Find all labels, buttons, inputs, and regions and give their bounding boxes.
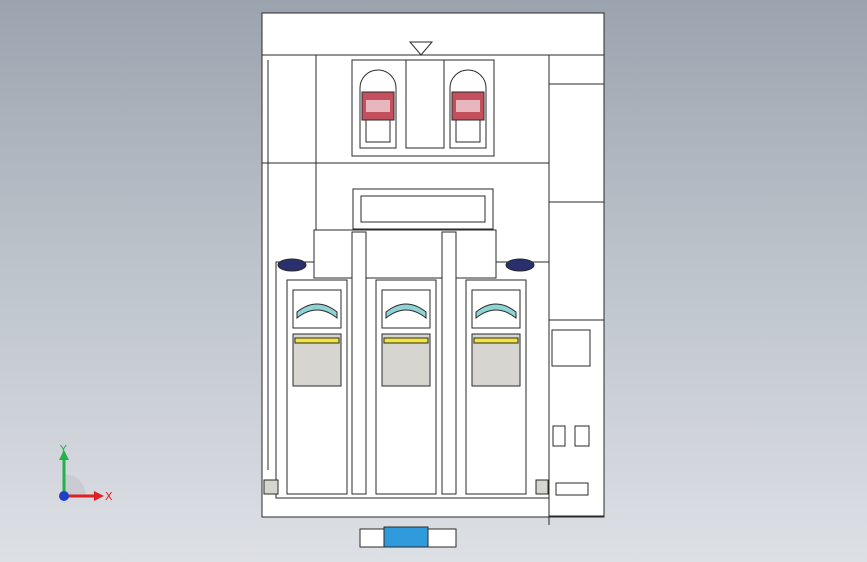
nameplate-inner [360, 195, 486, 223]
coil-terminal-left [359, 69, 397, 149]
coordinate-triad: Y X [59, 443, 113, 503]
coil-connector-center [405, 59, 445, 149]
pole-indicator [294, 337, 340, 344]
pole-group [286, 279, 527, 495]
bottom-foot-left [263, 479, 279, 495]
pole-indicator [383, 337, 429, 344]
pole-contact-window [475, 303, 517, 320]
x-axis-head [94, 491, 104, 501]
aux-window [551, 329, 591, 367]
rib [351, 231, 367, 495]
triad-arc [64, 474, 86, 496]
aux-slot-right [574, 425, 590, 447]
pole-contact-window [296, 303, 338, 320]
rib [441, 231, 457, 495]
aux-foot [555, 482, 589, 496]
bottom-foot-right [535, 479, 549, 495]
y-axis-label: Y [59, 443, 67, 456]
origin-dot [59, 491, 69, 501]
cap-left [277, 258, 307, 272]
coil-terminal-right [449, 69, 487, 149]
actuator-button[interactable] [383, 526, 429, 548]
pole-contact-window [385, 303, 427, 320]
top-arrow-mark [408, 41, 434, 56]
y-axis-head [59, 450, 69, 460]
pole-indicator [473, 337, 519, 344]
x-axis-label: X [105, 490, 113, 503]
center-bridge [313, 229, 497, 279]
aux-slot-left [552, 425, 566, 447]
cap-right [505, 258, 535, 272]
